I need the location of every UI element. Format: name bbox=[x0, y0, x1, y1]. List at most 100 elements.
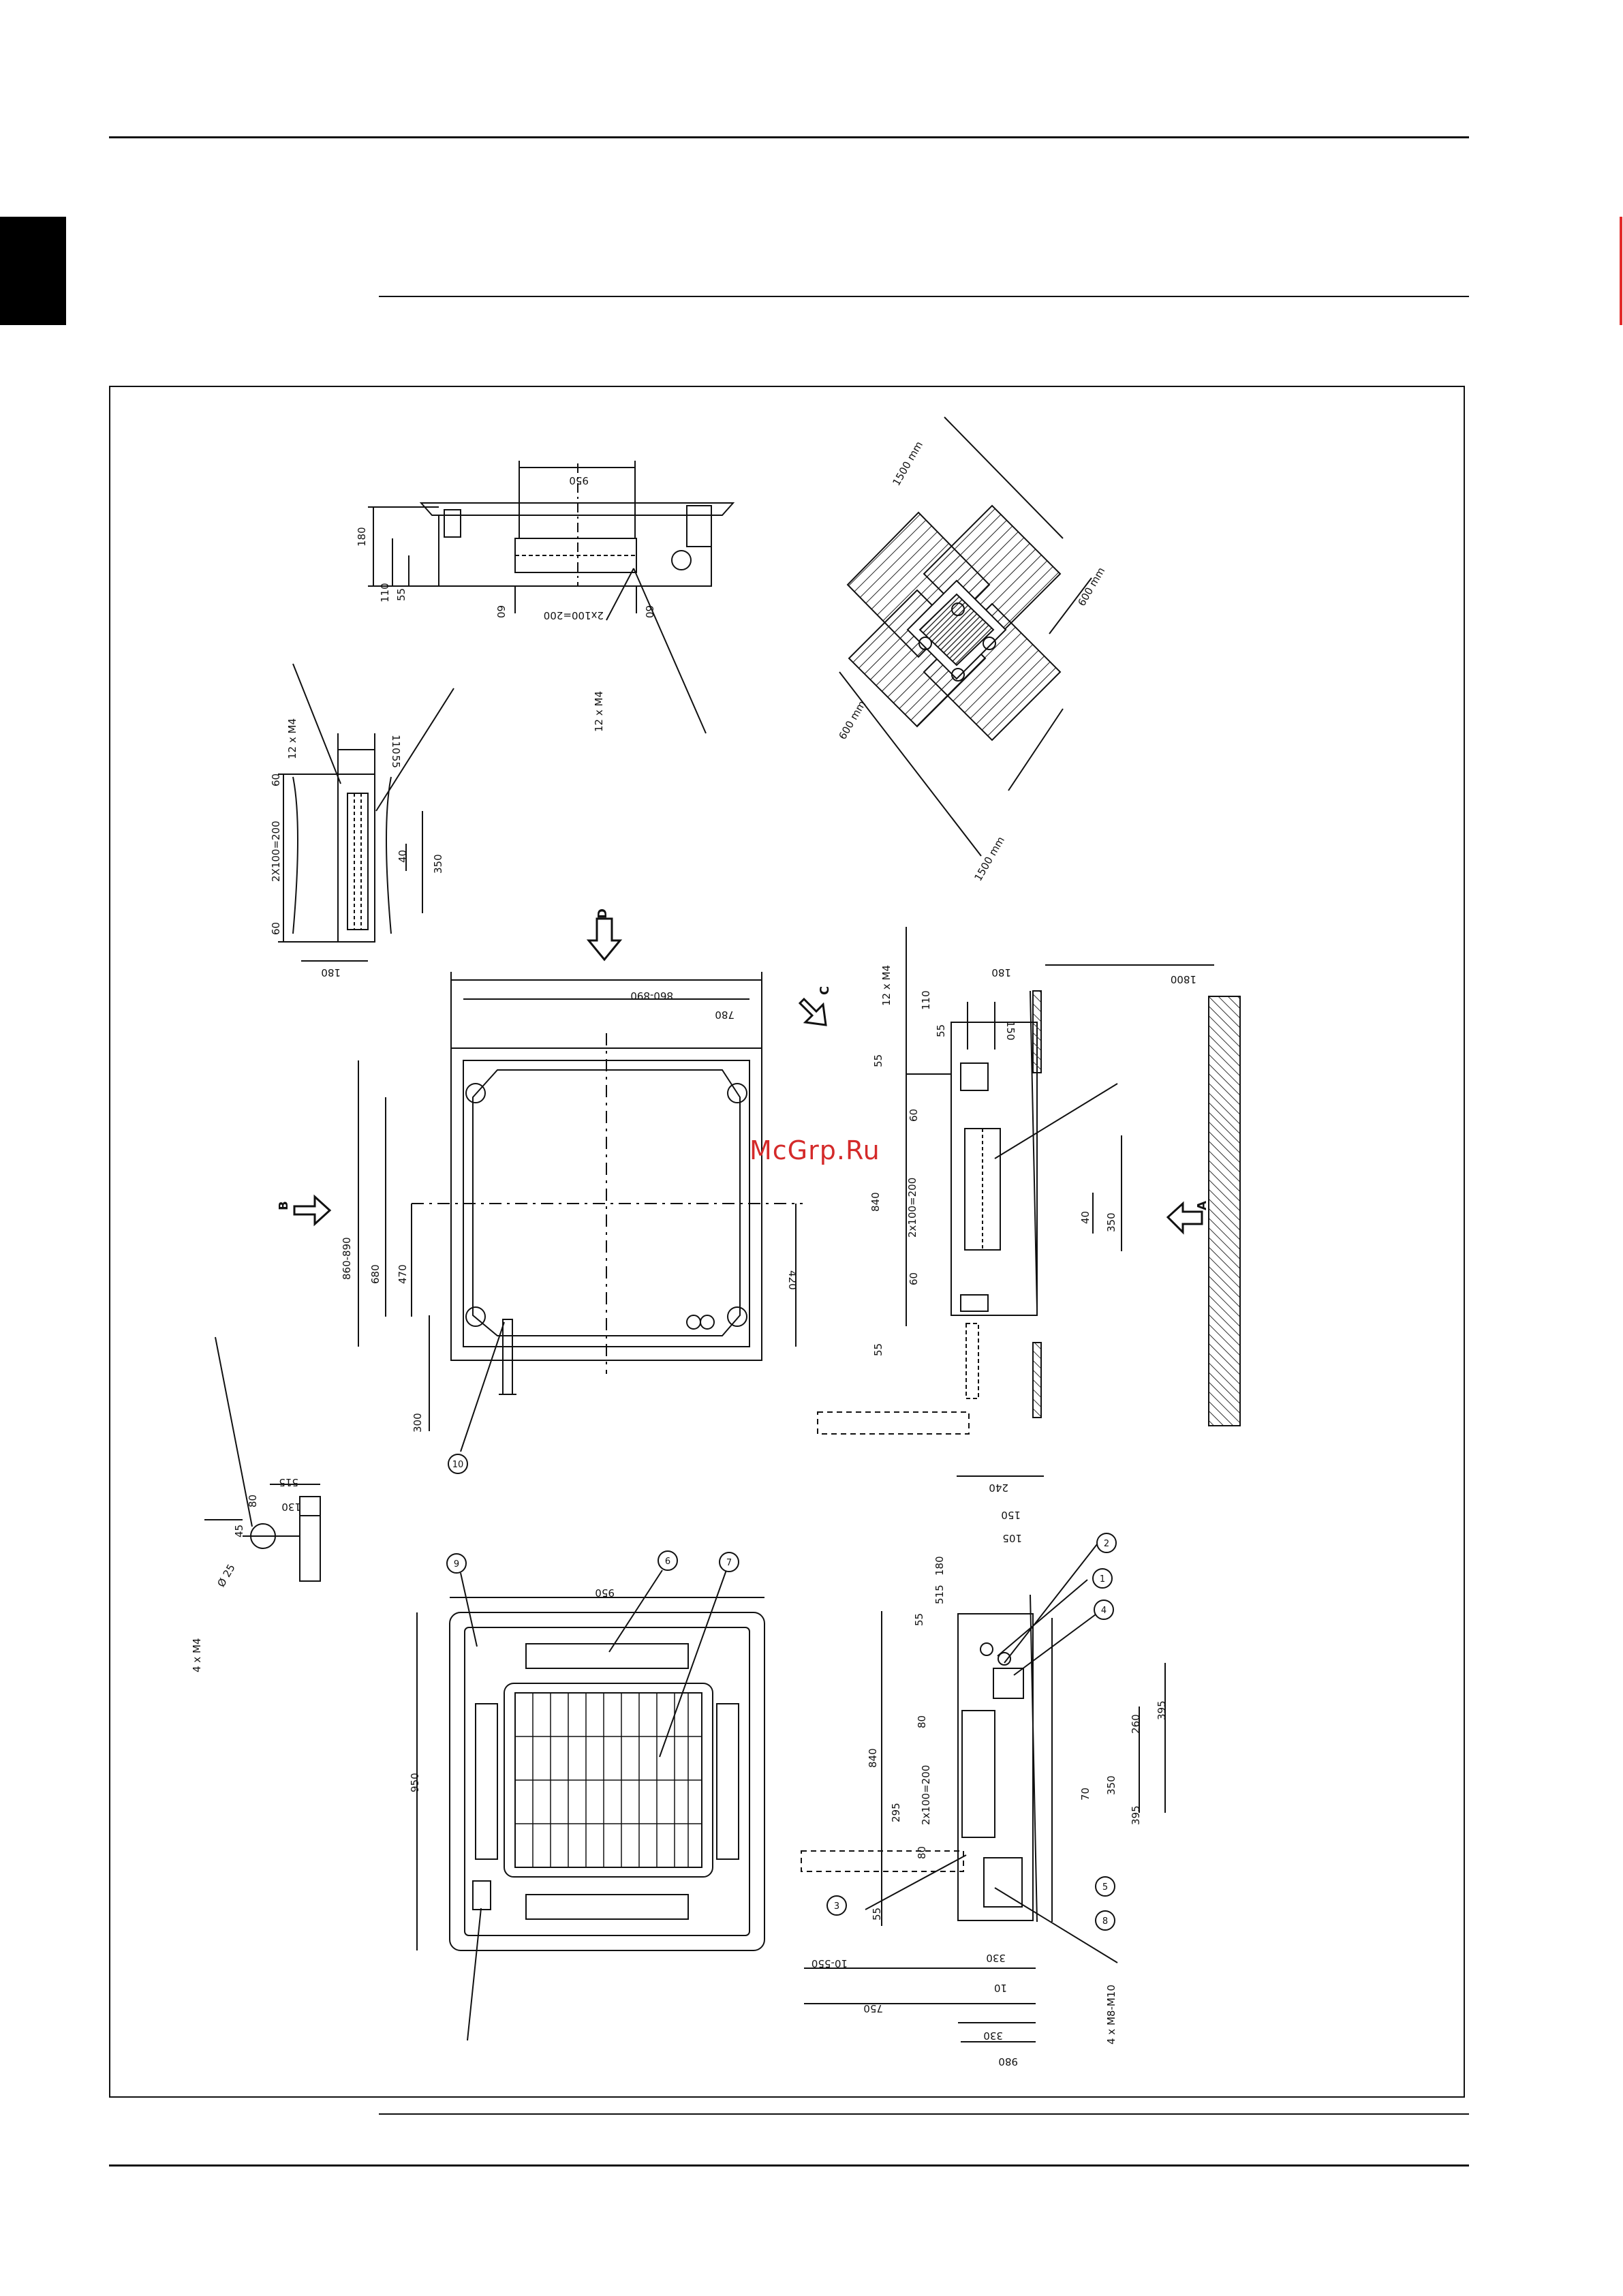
watermark: McGrp.Ru bbox=[749, 1135, 880, 1165]
view-label-d: D bbox=[596, 908, 610, 919]
dim-150-b: 150 bbox=[1001, 1509, 1021, 1521]
grille-panel bbox=[416, 1570, 765, 2041]
dim-840-a: 840 bbox=[869, 1192, 882, 1212]
edge-mark bbox=[1620, 217, 1622, 325]
technical-drawing-frame bbox=[109, 386, 1465, 2098]
dim-950-panel-left: 950 bbox=[409, 1773, 421, 1792]
dim-10-b: 10 bbox=[994, 1982, 1007, 1994]
view-arrows bbox=[293, 917, 1203, 1235]
dim-840-b: 840 bbox=[867, 1748, 879, 1768]
dim-950-top: 950 bbox=[569, 474, 589, 487]
label-4xm8-m10: 4 x M8-M10 bbox=[1105, 1985, 1117, 2045]
dim-860-890-left: 860-890 bbox=[341, 1237, 353, 1280]
dim-260-b: 260 bbox=[1130, 1714, 1142, 1734]
title-rule bbox=[379, 296, 1469, 297]
plan-view bbox=[358, 972, 803, 1452]
dim-2x100-a: 2x100=200 bbox=[906, 1178, 918, 1238]
dim-60-top-b: 60 bbox=[643, 605, 655, 618]
dim-55-a: 55 bbox=[935, 1024, 947, 1037]
section-tab bbox=[0, 217, 66, 325]
view-letters: B C D A bbox=[277, 908, 1209, 1210]
dim-45-detail: 45 bbox=[233, 1525, 245, 1537]
dim-350-left: 350 bbox=[432, 854, 444, 874]
dim-4xm4-detail: 4 x M4 bbox=[191, 1638, 203, 1672]
footer-rule-lower bbox=[109, 2164, 1469, 2167]
dim-330-b-b: 330 bbox=[983, 2030, 1003, 2042]
dim-750: 750 bbox=[863, 2002, 883, 2015]
marker-3: 3 bbox=[834, 1901, 839, 1912]
marker-9: 9 bbox=[454, 1559, 459, 1570]
dim-470: 470 bbox=[397, 1264, 409, 1284]
fixing-detail bbox=[204, 1336, 321, 1582]
dim-40-a: 40 bbox=[1079, 1211, 1092, 1224]
view-label-c: C bbox=[818, 986, 832, 995]
marker-2: 2 bbox=[1104, 1539, 1109, 1549]
marker-7: 7 bbox=[726, 1558, 732, 1568]
dim-105-b: 105 bbox=[1002, 1532, 1022, 1544]
duct-detail-left bbox=[278, 663, 454, 962]
top-side-view bbox=[368, 461, 735, 734]
dim-1500mm-b: 1500 mm bbox=[972, 834, 1007, 883]
dim-180-a: 180 bbox=[991, 966, 1011, 979]
header-rule bbox=[109, 136, 1469, 138]
dim-110-top: 110 bbox=[379, 583, 391, 602]
dim-d25-detail: Ø 25 bbox=[215, 1562, 237, 1589]
dim-180-top: 180 bbox=[356, 527, 368, 547]
dim-780: 780 bbox=[715, 1009, 735, 1021]
clearance-diagram bbox=[839, 416, 1092, 857]
dim-600mm-a: 600 mm bbox=[1075, 565, 1107, 608]
dim-60-left-a: 60 bbox=[270, 774, 282, 786]
view-label-a: A bbox=[1195, 1201, 1209, 1210]
marker-8: 8 bbox=[1102, 1916, 1108, 1927]
dim-2x100-b: 2x100=200 bbox=[920, 1765, 932, 1825]
dim-60-left-b: 60 bbox=[270, 922, 282, 935]
callout-markers bbox=[446, 1454, 1117, 1931]
dim-40-left: 40 bbox=[397, 850, 409, 863]
dim-55-b2: 55 bbox=[871, 1908, 883, 1920]
dim-60-top-a: 60 bbox=[495, 605, 507, 618]
side-view-b bbox=[801, 1475, 1166, 2042]
dim-55-left: 55 bbox=[390, 755, 402, 768]
dim-300: 300 bbox=[412, 1413, 424, 1433]
dim-10-550: 10-550 bbox=[812, 1957, 848, 1970]
dim-350-a: 350 bbox=[1105, 1212, 1117, 1232]
dim-600mm-b: 600 mm bbox=[836, 699, 868, 741]
dim-180-b: 180 bbox=[933, 1556, 946, 1576]
dim-515-detail: 515 bbox=[279, 1476, 298, 1488]
dim-350-b: 350 bbox=[1105, 1775, 1117, 1795]
dim-1500mm-a: 1500 mm bbox=[890, 439, 925, 488]
dim-80-detail: 80 bbox=[247, 1495, 259, 1507]
dim-980: 980 bbox=[998, 2055, 1018, 2068]
marker-1: 1 bbox=[1100, 1574, 1105, 1585]
marker-5: 5 bbox=[1102, 1882, 1108, 1893]
dim-110-left: 110 bbox=[390, 735, 402, 754]
dim-295-b: 295 bbox=[890, 1803, 902, 1822]
dim-150-a: 150 bbox=[1004, 1021, 1017, 1041]
dim-60-a: 60 bbox=[908, 1109, 920, 1122]
dim-420: 420 bbox=[786, 1270, 799, 1290]
dim-130-detail: 130 bbox=[281, 1501, 301, 1513]
dim-110-a: 110 bbox=[920, 990, 932, 1010]
view-label-b: B bbox=[277, 1201, 291, 1210]
marker-10: 10 bbox=[452, 1460, 464, 1470]
ceiling-hatch bbox=[1208, 996, 1241, 1426]
footer-rule-upper bbox=[379, 2113, 1469, 2115]
wall-hatch-bottom bbox=[1032, 1342, 1042, 1418]
dim-950-panel-top: 950 bbox=[595, 1587, 615, 1599]
side-view-a bbox=[817, 927, 1214, 1435]
dim-395-b-b: 395 bbox=[1130, 1805, 1142, 1825]
dim-515-b: 515 bbox=[933, 1585, 946, 1604]
label-12xm4-top: 12 x M4 bbox=[593, 691, 605, 732]
dim-12xm4-left: 12 x M4 bbox=[286, 718, 298, 759]
dim-2x100-left: 2X100=200 bbox=[270, 821, 282, 882]
dim-55-a3: 55 bbox=[872, 1343, 884, 1356]
dim-1800: 1800 bbox=[1171, 973, 1196, 985]
dim-80-b-a: 80 bbox=[916, 1715, 928, 1728]
dim-60-a2: 60 bbox=[908, 1272, 920, 1285]
dim-55-a2: 55 bbox=[872, 1054, 884, 1067]
dim-860-890-top: 860-890 bbox=[630, 990, 673, 1002]
dim-70-b: 70 bbox=[1079, 1788, 1092, 1801]
marker-6: 6 bbox=[665, 1557, 670, 1567]
dim-2x100-top: 2x100=200 bbox=[544, 609, 604, 622]
